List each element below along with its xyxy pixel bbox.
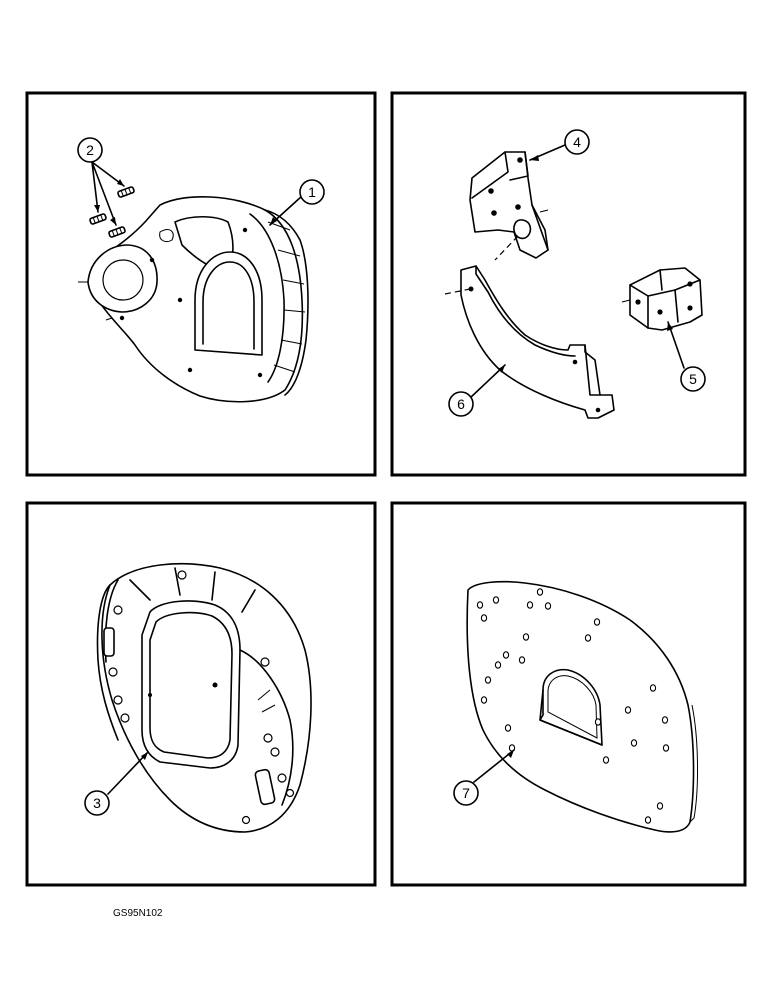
assembly-line-lower <box>444 288 471 295</box>
callout-6: 6 <box>448 364 506 417</box>
callout-5: 5 <box>667 321 706 392</box>
support-plate <box>460 265 615 419</box>
bracket-lower <box>621 267 703 331</box>
svg-text:6: 6 <box>457 396 465 412</box>
svg-text:7: 7 <box>462 785 470 801</box>
flywheel-housing-rear <box>96 562 312 833</box>
panel-bottom-left <box>25 501 377 887</box>
svg-text:4: 4 <box>573 134 581 150</box>
bracket-upper <box>469 151 549 259</box>
svg-text:2: 2 <box>86 142 94 158</box>
callout-3: 3 <box>84 751 149 816</box>
callout-2: 2 <box>77 137 103 163</box>
callout-7: 7 <box>453 749 515 806</box>
panel-bottom-right <box>390 501 747 887</box>
panel-top-right <box>390 91 747 477</box>
callout-1: 1 <box>299 179 325 205</box>
adapter-plate <box>466 580 699 833</box>
callout-4: 4 <box>529 129 590 161</box>
svg-text:1: 1 <box>308 184 316 200</box>
assembly-line-upper <box>494 235 519 261</box>
panel-top-left <box>25 91 377 477</box>
svg-text:3: 3 <box>93 795 101 811</box>
figure-code: GS95N102 <box>113 908 163 919</box>
dowel-studs <box>89 186 135 238</box>
flywheel-housing-front <box>78 196 309 403</box>
svg-text:5: 5 <box>689 371 697 387</box>
